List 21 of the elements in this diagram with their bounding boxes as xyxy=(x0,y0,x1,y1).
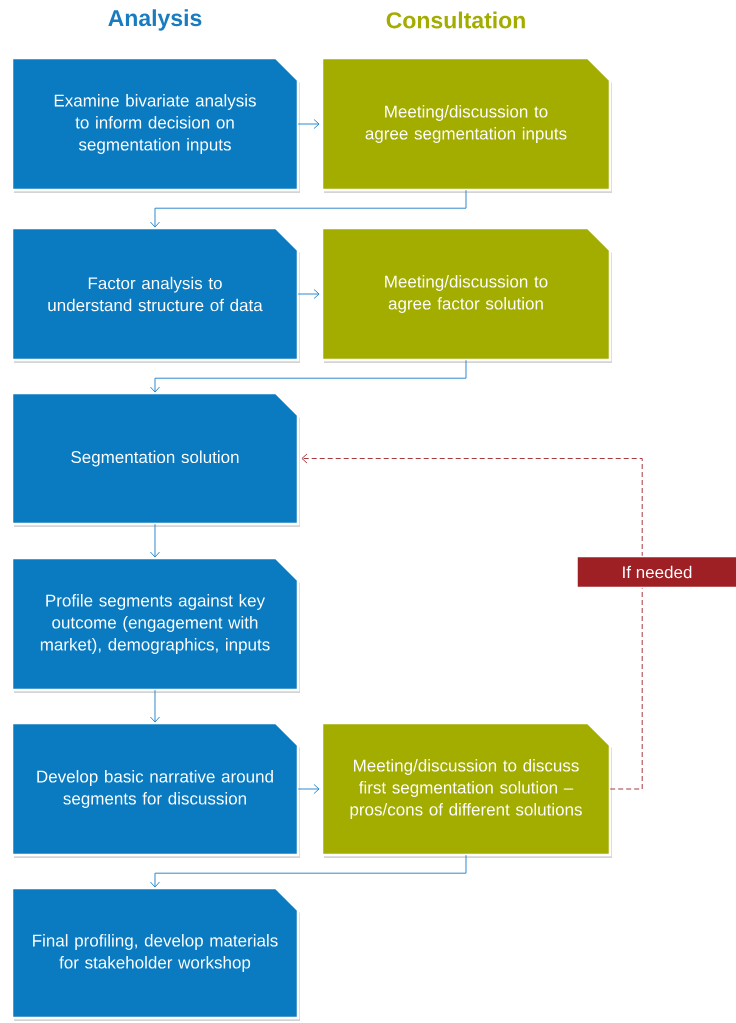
process-box: Profile segments against key outcome (engagement with market), demographics, inputs xyxy=(10,556,300,693)
process-box: Meeting/discussion to agree factor solution xyxy=(320,226,612,363)
arrow xyxy=(301,453,643,790)
arrow xyxy=(297,784,320,794)
process-box: Develop basic narrative around segments for discussion xyxy=(10,721,300,858)
process-box: Meeting/discussion to discuss first segmentation solution – pros/cons of different solutions xyxy=(320,721,612,858)
arrow xyxy=(150,854,467,888)
process-box: Meeting/discussion to agree segmentation inputs xyxy=(320,56,612,193)
process-box: Examine bivariate analysis to inform decision on segmentation inputs xyxy=(10,56,300,193)
process-box: Factor analysis to understand structure of data xyxy=(10,226,300,363)
arrow xyxy=(297,289,320,299)
column-heading: Consultation xyxy=(386,11,525,29)
arrow xyxy=(150,189,467,228)
column-heading: Analysis xyxy=(108,9,202,31)
arrow xyxy=(150,523,160,558)
edge-label: If needed xyxy=(576,555,736,589)
process-box: Final profiling, develop materials for stakeholder workshop xyxy=(10,886,300,1021)
arrow xyxy=(297,119,320,129)
process-box: Segmentation solution xyxy=(10,391,300,527)
arrow xyxy=(150,359,467,393)
arrow xyxy=(150,689,160,723)
